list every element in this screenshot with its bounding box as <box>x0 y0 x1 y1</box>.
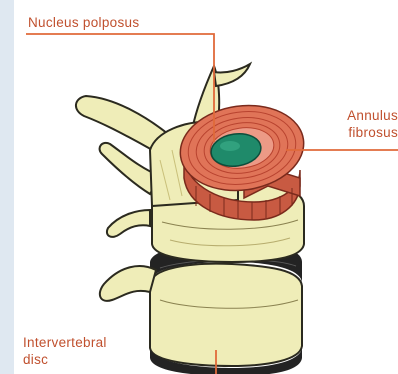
lower-processes <box>100 266 156 301</box>
intervertebral-disc-label: Intervertebral disc <box>23 334 107 368</box>
annulus-fibrosus-label: Annulus fibrosus <box>322 107 398 141</box>
nucleus-pulposus-label: Nucleus polposus <box>28 14 139 31</box>
disc-label-line1: Intervertebral <box>23 334 107 351</box>
disc-label-line2: disc <box>23 351 107 368</box>
annulus-label-line2: fibrosus <box>322 124 398 141</box>
annulus-label-line1: Annulus <box>322 107 398 124</box>
lower-vertebra <box>150 264 302 366</box>
